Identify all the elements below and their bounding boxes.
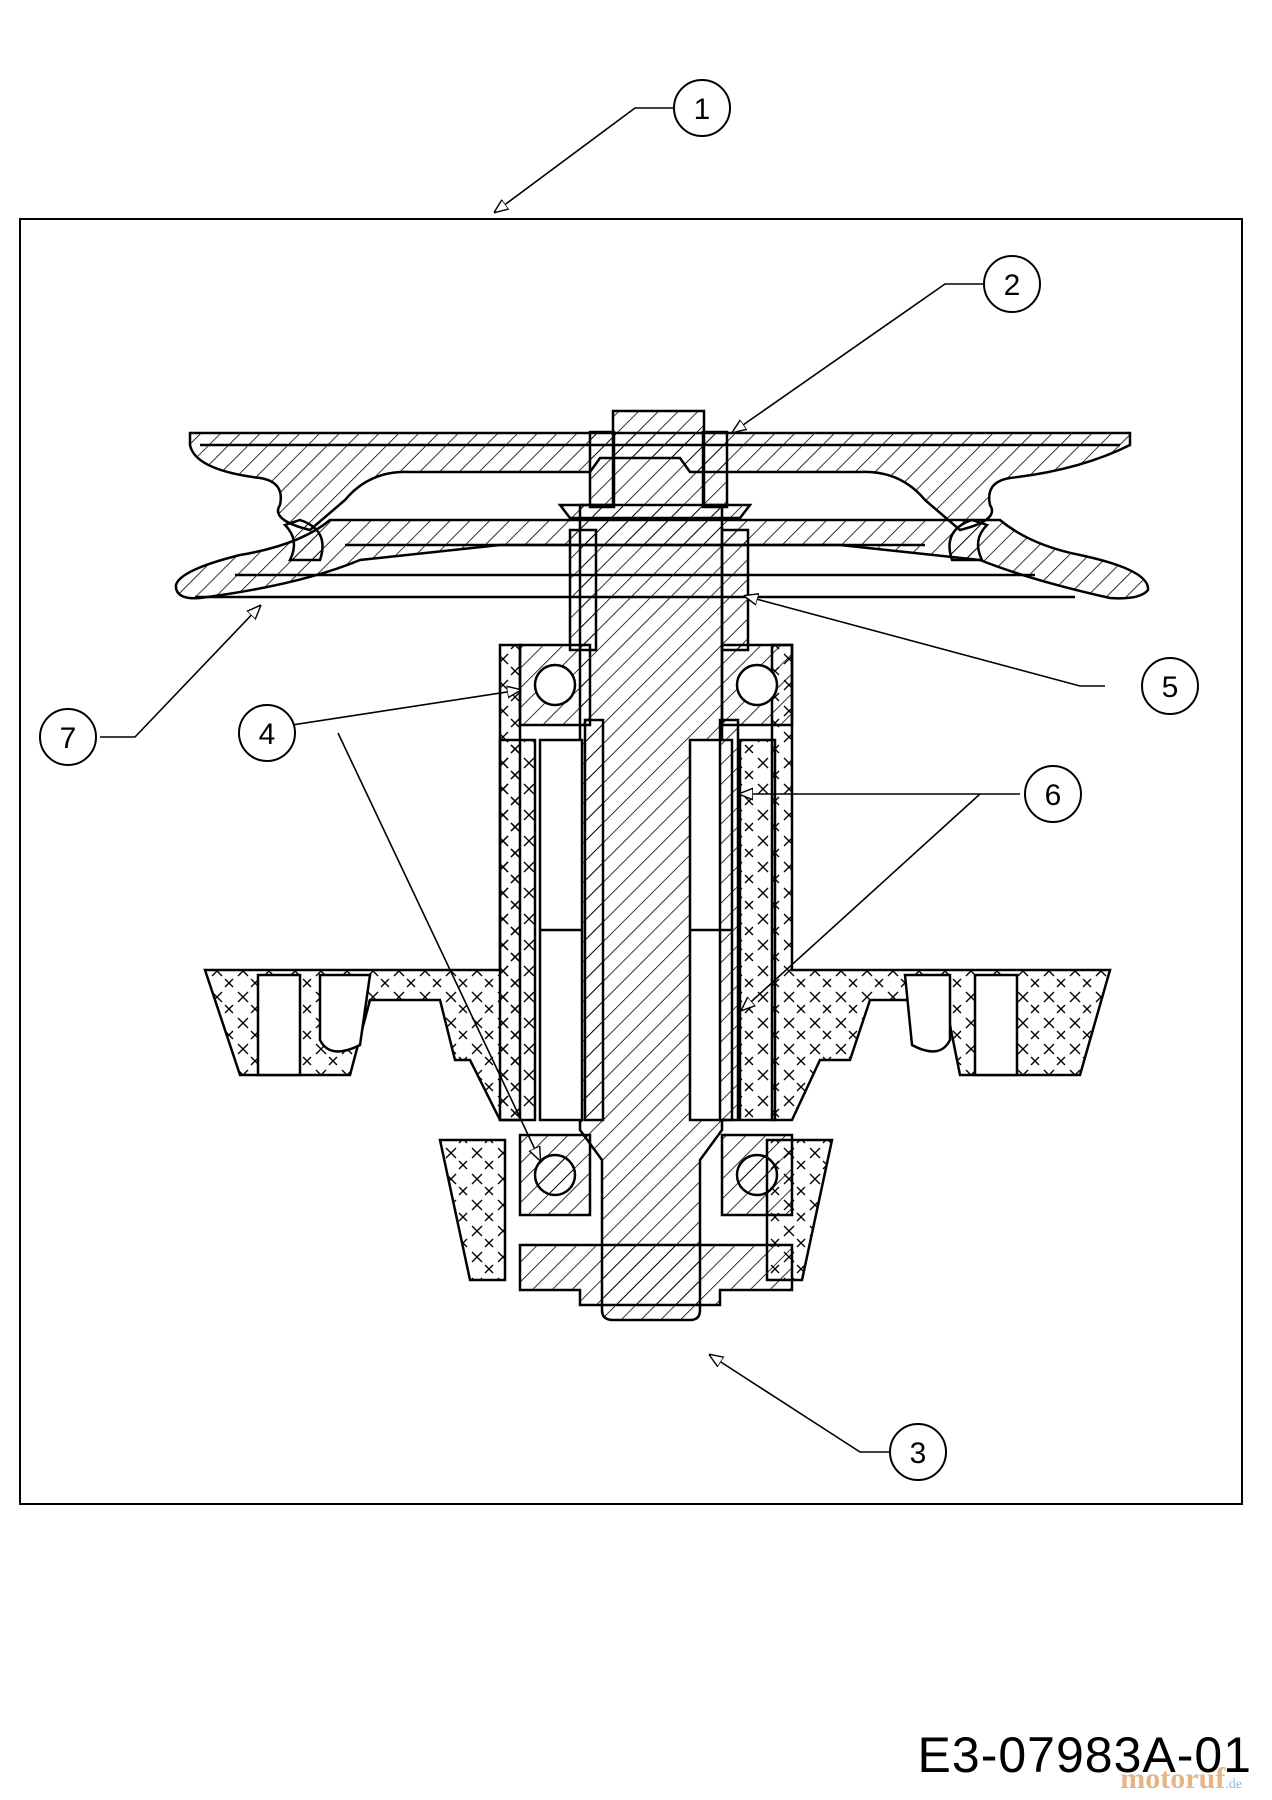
callout-3-label: 3 <box>910 1437 927 1470</box>
leader-5 <box>745 596 1105 687</box>
callout-7-label: 7 <box>60 722 77 755</box>
watermark-logo: motoruf.de <box>1120 1762 1242 1796</box>
diagram-frame <box>19 218 1243 1505</box>
watermark-brand: motoruf <box>1120 1762 1226 1795</box>
drawing-code: E3-07983A-01 <box>917 1727 1252 1783</box>
leader-2 <box>733 283 985 432</box>
leader-7 <box>100 606 260 738</box>
spindle-nut <box>557 430 753 520</box>
callout-3[interactable]: 3 <box>889 1423 947 1481</box>
leader-1 <box>495 107 675 212</box>
watermark-domain: .de <box>1225 1777 1242 1792</box>
shaft-shoulder <box>518 1243 794 1307</box>
bearing-lower-right <box>720 1133 794 1217</box>
leader-3 <box>710 1355 890 1453</box>
bearing-upper-right <box>720 643 794 727</box>
callout-4-label: 4 <box>259 718 276 751</box>
leader-4b <box>337 732 540 1160</box>
callout-5-label: 5 <box>1162 671 1179 704</box>
callout-5[interactable]: 5 <box>1141 657 1199 715</box>
callout-7[interactable]: 7 <box>39 708 97 766</box>
bearing-lower-left <box>518 1133 592 1217</box>
spindle-shaft <box>578 409 724 1322</box>
callout-6-label: 6 <box>1045 779 1062 812</box>
callout-4[interactable]: 4 <box>238 704 296 762</box>
callout-2-label: 2 <box>1004 269 1021 302</box>
callout-1-label: 1 <box>694 93 711 126</box>
spindle-housing <box>203 643 1112 1282</box>
callout-1[interactable]: 1 <box>673 79 731 137</box>
bearing-upper-left <box>518 643 592 727</box>
spacer-tube <box>538 738 734 1122</box>
callout-6[interactable]: 6 <box>1024 765 1082 823</box>
callout-2[interactable]: 2 <box>983 255 1041 313</box>
leader-6b <box>742 793 981 1010</box>
